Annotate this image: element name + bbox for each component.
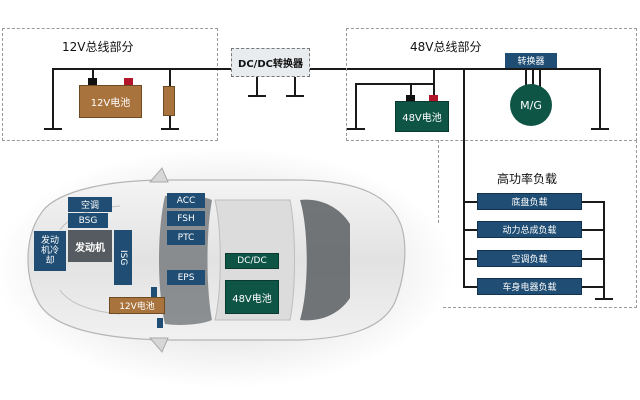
- motor-generator: M/G: [510, 84, 552, 126]
- wire-12v-top: [52, 68, 234, 70]
- vehicle-connector-1: [151, 287, 157, 297]
- wire-fuse-ground: [169, 116, 171, 128]
- wire-12v-left-drop: [52, 68, 54, 128]
- wire-dcdc-48v: [310, 68, 572, 70]
- wire-12v-fuse: [169, 68, 171, 86]
- section-12v-title: 12V总线部分: [62, 40, 134, 54]
- ground-loads: [595, 298, 613, 300]
- wire-motor-c: [539, 68, 541, 88]
- car-windshield-rear: [300, 199, 350, 321]
- section-48v-frame: [346, 28, 637, 141]
- vehicle-engine-cooling: 发动机冷却: [34, 231, 66, 271]
- battery-48v: 48V电池: [395, 101, 449, 132]
- vehicle-ptc: PTC: [167, 230, 205, 245]
- wire-48v-bat-neg: [410, 83, 412, 96]
- vehicle-engine-cooling-label: 发动机冷却: [40, 236, 59, 266]
- high-power-loads-title: 高功率负载: [497, 172, 558, 186]
- dcdc-ground-right: [286, 95, 304, 97]
- wire-48v-bat-pos: [433, 68, 435, 96]
- vehicle-dcdc: DC/DC: [225, 253, 279, 269]
- dcdc-ground-right-stem: [294, 77, 296, 95]
- vehicle-battery-48v: 48V电池: [225, 280, 279, 314]
- load-ac: 空调负载: [477, 250, 582, 267]
- dcdc-ground-left-stem: [256, 77, 258, 95]
- wire-48v-trunk: [463, 68, 465, 286]
- wire-motor-b: [532, 68, 534, 88]
- section-12v-frame: [2, 28, 218, 141]
- vehicle-engine: 发动机: [68, 230, 112, 262]
- battery-48v-negative-terminal: [406, 95, 415, 102]
- battery-12v: 12V电池: [79, 85, 142, 118]
- dcdc-ground-left: [248, 95, 266, 97]
- load-body-electrics: 车身电器负载: [477, 278, 582, 295]
- battery-48v-positive-terminal: [429, 95, 438, 102]
- vehicle-bsg: BSG: [68, 213, 108, 228]
- wire-converter-ground: [599, 68, 601, 128]
- fuse-12v: [163, 86, 175, 116]
- ground-48v-battery: [347, 128, 365, 130]
- dcdc-converter-label: DC/DC转换器: [238, 59, 303, 70]
- section-48v-title: 48V总线部分: [410, 40, 482, 54]
- wire-motor-a: [525, 68, 527, 88]
- load-chassis: 底盘负载: [477, 193, 582, 210]
- battery-12v-positive-terminal: [124, 78, 133, 85]
- wire-loads-return: [603, 201, 605, 299]
- motor-generator-label: M/G: [520, 98, 542, 112]
- wire-12v-neg-up: [92, 68, 94, 80]
- ground-48v-right: [591, 128, 609, 130]
- wire-48v-bat-left: [355, 83, 357, 128]
- vehicle-ac: 空调: [68, 197, 112, 212]
- wire-48v-bat-top: [355, 83, 435, 85]
- load-powertrain: 动力总成负载: [477, 221, 582, 238]
- ground-12v-left: [44, 128, 62, 130]
- vehicle-connector-2: [157, 318, 163, 328]
- vehicle-fsh: FSH: [167, 211, 205, 226]
- ground-12v-fuse: [161, 128, 179, 130]
- vehicle-eps: EPS: [167, 270, 205, 285]
- vehicle-battery-12v: 12V电池: [109, 297, 165, 314]
- converter-48v: 转换器: [505, 53, 557, 68]
- vehicle-acc: ACC: [167, 193, 205, 208]
- vehicle-isg-label: ISG: [118, 249, 128, 266]
- car-mirror-bottom: [148, 337, 169, 353]
- battery-12v-negative-terminal: [88, 78, 97, 85]
- wire-converter-right: [557, 68, 601, 70]
- vehicle-isg: ISG: [114, 230, 132, 285]
- dcdc-converter-box: [231, 48, 310, 77]
- car-mirror-top: [148, 167, 169, 183]
